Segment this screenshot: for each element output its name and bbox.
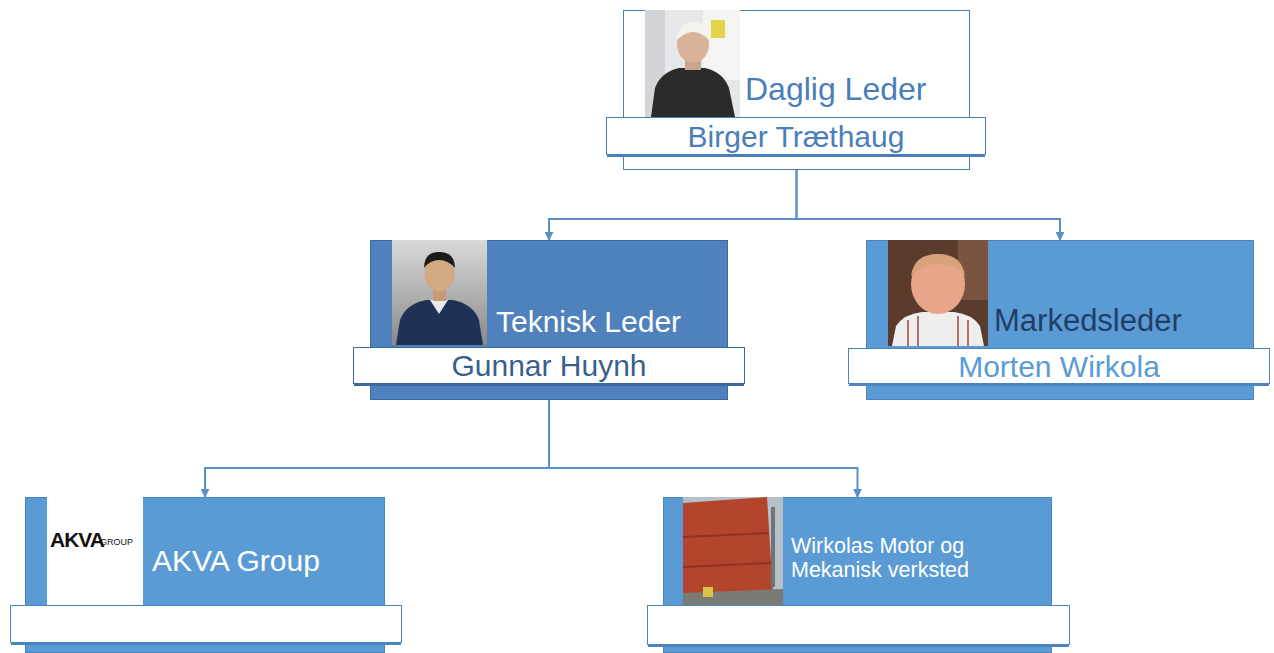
role-title: AKVA Group <box>152 544 320 577</box>
person-name: Gunnar Huynh <box>451 349 646 382</box>
title-area: Daglig Leder <box>745 66 967 114</box>
role-title: Daglig Leder <box>745 72 926 107</box>
name-tab <box>647 605 1070 645</box>
person-name: Birger Træthaug <box>688 120 905 153</box>
partner-box: Wirkolas Motor og Mekanisk verksted <box>647 497 1070 653</box>
role-title: Wirkolas Motor og Mekanisk verksted <box>791 535 1036 582</box>
person-name: Morten Wirkola <box>958 350 1160 383</box>
name-tab: Morten Wirkola <box>848 348 1270 384</box>
role-title: Markedsleder <box>994 304 1182 338</box>
portrait-photo <box>888 240 988 346</box>
company-logo <box>47 497 143 605</box>
connector-arrow <box>797 170 1061 240</box>
name-tab <box>10 605 402 643</box>
ship-photo <box>683 497 783 605</box>
name-tab: Birger Træthaug <box>606 117 986 155</box>
connector-arrow <box>205 400 549 497</box>
title-area: Wirkolas Motor og Mekanisk verksted <box>791 515 1036 603</box>
teknisk-leder: Teknisk LederGunnar Huynh <box>353 240 745 400</box>
title-area: Teknisk Leder <box>496 298 726 344</box>
markedsleder: MarkedslederMorten Wirkola <box>848 240 1270 400</box>
title-area: Markedsleder <box>994 298 1252 344</box>
title-area: AKVA Group <box>152 530 382 590</box>
logo-text: GROUP <box>100 538 133 547</box>
connector-arrow <box>549 170 797 240</box>
role-title: Teknisk Leder <box>496 305 681 338</box>
partner-box: AKVA Group <box>10 497 402 653</box>
portrait-photo <box>392 240 487 345</box>
logo-text: AKVA <box>50 529 104 550</box>
portrait-photo <box>645 10 740 117</box>
connector-arrow <box>549 400 858 497</box>
daglig-leder: Daglig LederBirger Træthaug <box>606 10 986 170</box>
name-tab: Gunnar Huynh <box>353 347 745 384</box>
